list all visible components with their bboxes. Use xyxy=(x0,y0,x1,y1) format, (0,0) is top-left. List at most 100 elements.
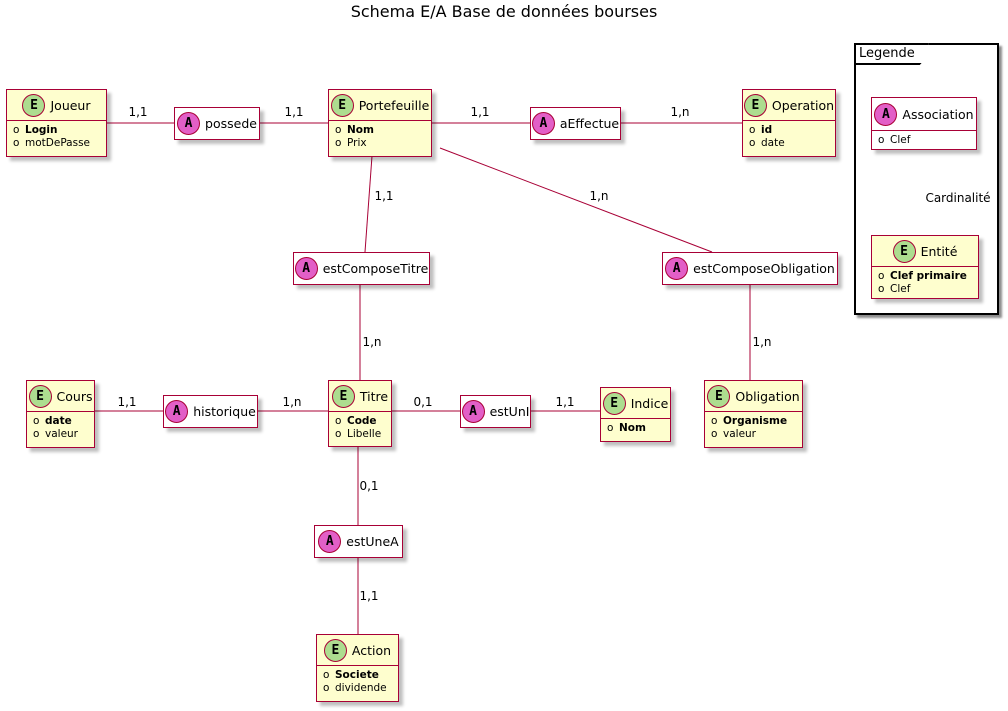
association-name: estUneA xyxy=(346,534,399,549)
entity-icon: E xyxy=(331,384,355,408)
attribute-name: Prix xyxy=(347,137,367,149)
association-icon: A xyxy=(318,530,342,553)
association-name: possede xyxy=(205,116,257,131)
entity-name: Cours xyxy=(56,388,93,404)
entity-name: Portefeuille xyxy=(358,97,430,113)
entity-icon: E xyxy=(330,93,354,117)
cardinality-titre-estunea: 0,1 xyxy=(359,479,379,493)
association-name: estComposeObligation xyxy=(693,261,835,276)
legend-title: Legende xyxy=(854,43,929,65)
association-name: estUnI xyxy=(489,404,530,419)
association-icon: A xyxy=(531,112,555,135)
association-icon: A xyxy=(294,257,318,280)
association-name: historique xyxy=(193,404,256,419)
edge-portefeuille-estcomposeobligation xyxy=(439,147,713,253)
cardinality-joueur-possede: 1,1 xyxy=(128,105,148,119)
attribute-name: Nom xyxy=(619,422,646,434)
cardinality-cours-historique: 1,1 xyxy=(117,395,137,409)
cardinality-aeffectue-operation: 1,n xyxy=(670,105,690,119)
attribute-name: Societe xyxy=(335,669,379,681)
attribute-name: Code xyxy=(347,415,377,427)
entity-icon: E xyxy=(602,391,626,415)
entity-name: Indice xyxy=(630,395,669,411)
entity-name: Joueur xyxy=(50,97,91,113)
cardinality-possede-portefeuille: 1,1 xyxy=(284,105,304,119)
legend-edge-label: Cardinalité xyxy=(925,191,991,205)
cardinality-estcomposeobligation-obligation: 1,n xyxy=(752,335,772,349)
entity-icon: E xyxy=(22,93,46,117)
attribute-name: valeur xyxy=(45,428,78,440)
entity-name: Action xyxy=(351,642,392,658)
attribute-name: Clef xyxy=(890,134,911,146)
attribute-name: Nom xyxy=(347,124,374,136)
entity-icon: E xyxy=(323,638,347,662)
attribute-name: motDePasse xyxy=(25,137,91,149)
entity-icon: E xyxy=(707,384,731,408)
cardinality-historique-titre: 1,n xyxy=(282,395,302,409)
entity-icon: E xyxy=(892,239,916,263)
attribute-name: date xyxy=(45,415,72,427)
association-icon: A xyxy=(665,257,689,280)
cardinality-portefeuille-estcomposetitre: 1,1 xyxy=(374,189,394,203)
entity-name: Entité xyxy=(920,243,958,259)
association-name: Association xyxy=(902,106,974,122)
association-name: aEffectue xyxy=(559,116,620,131)
attribute-name: Organisme xyxy=(723,415,788,427)
attribute-name: Clef primaire xyxy=(890,270,967,282)
entity-name: Titre xyxy=(359,388,389,404)
cardinality-estuni-indice: 1,1 xyxy=(555,395,575,409)
attribute-name: Libelle xyxy=(347,428,382,440)
cardinality-estunea-action: 1,1 xyxy=(359,589,379,603)
cardinality-estcomposetitre-titre: 1,n xyxy=(362,335,382,349)
entity-name: Operation xyxy=(771,97,835,113)
cardinality-portefeuille-aeffectue: 1,1 xyxy=(470,105,490,119)
attribute-name: Clef xyxy=(890,283,911,295)
cardinality-titre-estuni: 0,1 xyxy=(413,395,433,409)
attribute-name: Login xyxy=(25,124,58,136)
attribute-name: valeur xyxy=(723,428,756,440)
association-icon: A xyxy=(165,400,189,423)
entity-icon: E xyxy=(28,384,52,408)
attribute-name: dividende xyxy=(335,682,387,694)
association-icon: A xyxy=(461,400,485,423)
edge-portefeuille-estcomposetitre xyxy=(364,155,373,253)
entity-icon: E xyxy=(743,93,767,117)
association-name: estComposeTitre xyxy=(322,261,429,276)
attribute-name: date xyxy=(761,137,785,149)
entity-name: Obligation xyxy=(735,388,800,404)
attribute-name: id xyxy=(761,124,773,136)
cardinality-portefeuille-estcomposeobligation: 1,n xyxy=(589,189,609,203)
